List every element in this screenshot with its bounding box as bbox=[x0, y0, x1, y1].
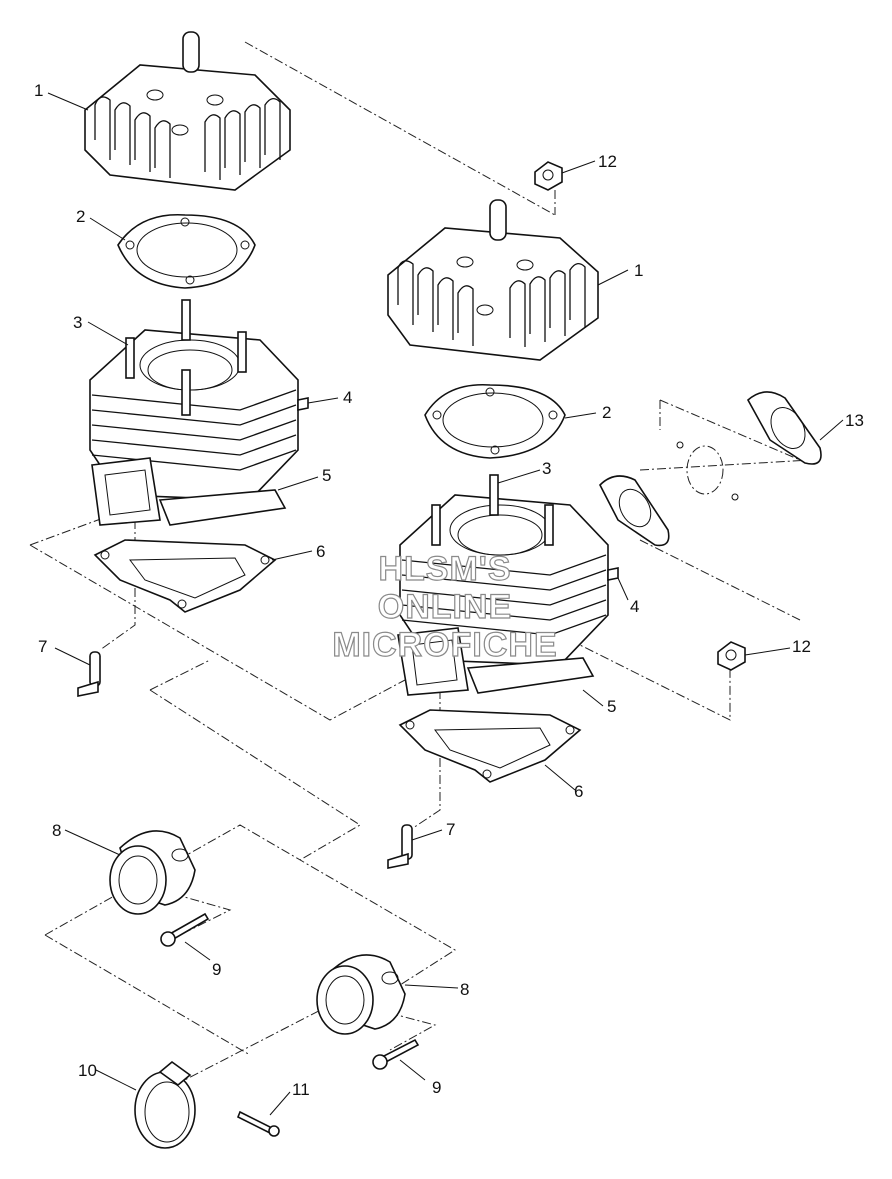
callout-2-left: 2 bbox=[76, 207, 85, 226]
callout-9-left: 9 bbox=[212, 960, 221, 979]
fitting-left bbox=[77, 651, 101, 697]
callout-6-left: 6 bbox=[316, 542, 325, 561]
hose-clamp bbox=[134, 1060, 196, 1149]
callout-5-left: 5 bbox=[322, 466, 331, 485]
watermark-line-1: HLSM'S bbox=[378, 550, 511, 588]
callout-4-left: 4 bbox=[343, 388, 352, 407]
nut-mid bbox=[717, 641, 746, 671]
cylinder-head-left bbox=[84, 31, 291, 191]
callout-12-top: 12 bbox=[598, 152, 617, 171]
callout-1-right: 1 bbox=[634, 261, 643, 280]
cylinder-head-right bbox=[387, 199, 599, 361]
callout-3-right: 3 bbox=[542, 459, 551, 478]
callout-10: 10 bbox=[78, 1061, 97, 1080]
exhaust-gasket-dotted bbox=[676, 441, 739, 501]
callout-9-right: 9 bbox=[432, 1078, 441, 1097]
screw-clamp bbox=[236, 1110, 280, 1137]
callout-8-right: 8 bbox=[460, 980, 469, 999]
callout-3-left: 3 bbox=[73, 313, 82, 332]
base-gasket-right bbox=[398, 709, 582, 783]
callout-11: 11 bbox=[292, 1080, 310, 1099]
base-gasket-left bbox=[93, 539, 277, 613]
callout-13: 13 bbox=[845, 411, 864, 430]
watermark-line-2: ONLINE bbox=[378, 588, 512, 626]
callout-6-right: 6 bbox=[574, 782, 583, 801]
intake-flange-right bbox=[316, 954, 406, 1035]
exhaust-gasket-small bbox=[599, 475, 670, 547]
callout-2-right: 2 bbox=[602, 403, 611, 422]
cylinder-left bbox=[89, 299, 309, 526]
leader-lines bbox=[47, 92, 844, 1116]
cylinder-right bbox=[397, 474, 619, 696]
callout-4-right: 4 bbox=[630, 597, 639, 616]
head-gasket-right bbox=[424, 383, 566, 459]
callout-12-mid: 12 bbox=[792, 637, 811, 656]
watermark: HLSM'S ONLINE MICROFICHE bbox=[332, 549, 558, 664]
watermark-line-3: MICROFICHE bbox=[332, 626, 557, 664]
screw-right bbox=[372, 1038, 420, 1070]
head-gasket-left bbox=[117, 213, 256, 289]
intake-flange-left bbox=[109, 830, 196, 915]
fitting-right bbox=[387, 824, 413, 869]
exhaust-gasket-large bbox=[746, 391, 822, 465]
nut-top bbox=[534, 161, 563, 191]
callout-7-right: 7 bbox=[446, 820, 455, 839]
screw-left bbox=[160, 912, 210, 947]
callout-labels: 1 1 2 2 3 3 4 4 5 5 6 6 7 7 8 8 9 9 10 1… bbox=[34, 81, 864, 1099]
callout-7-left: 7 bbox=[38, 637, 47, 656]
callout-1-left: 1 bbox=[34, 81, 43, 100]
callout-8-left: 8 bbox=[52, 821, 61, 840]
callout-5-right: 5 bbox=[607, 697, 616, 716]
